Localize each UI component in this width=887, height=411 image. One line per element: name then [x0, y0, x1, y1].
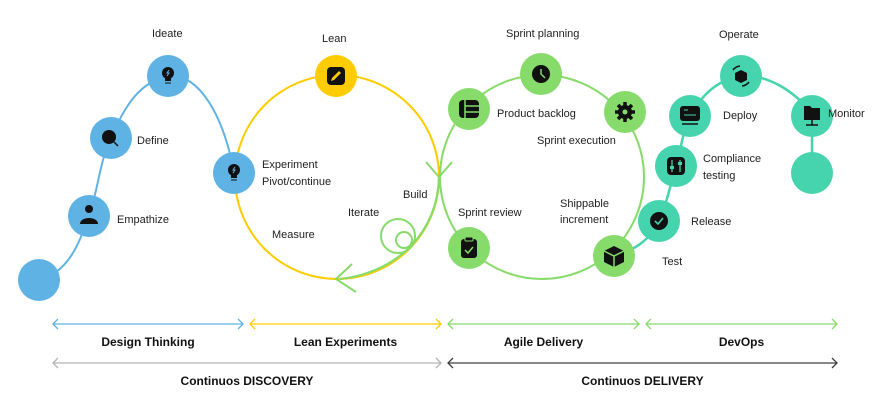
continuous-delivery-label: Continuos DELIVERY	[581, 374, 704, 388]
sliders-icon	[667, 157, 685, 175]
phase-agile-delivery: Agile Delivery	[503, 335, 584, 349]
continuous-discovery-label: Continuos DISCOVERY	[180, 374, 314, 388]
iterate-spiral-inner	[395, 231, 413, 249]
clipboard-check-icon	[461, 236, 477, 258]
phase-lean-experiments: Lean Experiments	[293, 335, 398, 349]
sprint-execution-label: Sprint execution	[537, 135, 616, 147]
monitor-node[interactable]	[791, 95, 833, 137]
lightbulb-icon	[162, 67, 174, 84]
design-thinking-path	[38, 74, 235, 281]
operate-label: Operate	[719, 29, 759, 41]
testing-label: testing	[703, 170, 736, 182]
measure-label: Measure	[272, 229, 315, 241]
lean-label: Lean	[322, 33, 347, 45]
phase-design-thinking: Design Thinking	[101, 335, 195, 349]
empathize-node[interactable]	[68, 195, 110, 237]
check-circle-icon	[650, 212, 668, 230]
increment-label: increment	[560, 214, 609, 226]
box-icon	[603, 246, 625, 267]
test-label: Test	[662, 256, 683, 268]
agile-delivery-range-arrow	[447, 318, 640, 330]
devops-end-node	[791, 152, 833, 194]
design-thinking-range-arrow	[52, 318, 244, 330]
sprint-review-node[interactable]	[448, 227, 490, 269]
lean-experiments-range-arrow	[249, 318, 442, 330]
compliance-testing-node[interactable]	[655, 145, 697, 187]
backlog-icon	[459, 100, 479, 118]
iterate-spiral-outer	[380, 218, 416, 254]
shippable-increment-node[interactable]	[593, 235, 635, 277]
ideate-node[interactable]	[147, 55, 189, 97]
gear-icon	[615, 102, 635, 122]
define-label: Define	[137, 135, 169, 147]
product-backlog-node[interactable]	[448, 88, 490, 130]
delivery-range-arrow	[447, 357, 838, 369]
compliance-label: Compliance	[703, 153, 762, 165]
sprint-review-label: Sprint review	[458, 207, 522, 219]
network-folder-icon	[804, 106, 820, 126]
monitor-label: Monitor	[828, 108, 865, 120]
pivot-continue-label: Pivot/continue	[262, 176, 332, 188]
deploy-node[interactable]	[669, 95, 711, 137]
search-icon	[102, 130, 119, 147]
sprint-planning-label: Sprint planning	[506, 28, 580, 40]
build-label: Build	[403, 189, 428, 201]
measure-arrow	[334, 263, 357, 293]
lean-node[interactable]	[315, 55, 357, 97]
experiment-node[interactable]	[213, 152, 255, 194]
devops-range-arrow	[645, 318, 838, 330]
shippable-label: Shippable	[560, 198, 609, 210]
empathize-label: Empathize	[117, 214, 169, 226]
deploy-label: Deploy	[723, 110, 758, 122]
monitor-icon	[680, 106, 700, 125]
crossing-arrow	[425, 161, 453, 179]
clock-icon	[532, 65, 550, 83]
lightbulb-icon	[228, 164, 240, 181]
product-backlog-label: Product backlog	[497, 108, 576, 120]
operate-node[interactable]	[720, 55, 762, 97]
release-label: Release	[691, 216, 732, 228]
experiment-label: Experiment	[262, 159, 318, 171]
design-start-node	[18, 259, 60, 301]
define-node[interactable]	[90, 117, 132, 159]
pencil-icon	[327, 67, 345, 85]
phase-devops: DevOps	[718, 335, 765, 349]
box-refresh-icon	[732, 65, 750, 87]
user-icon	[80, 205, 98, 224]
release-node[interactable]	[638, 200, 680, 242]
ideate-label: Ideate	[152, 28, 183, 40]
sprint-execution-node[interactable]	[604, 91, 646, 133]
discovery-range-arrow	[52, 357, 442, 369]
iterate-label: Iterate	[348, 207, 380, 219]
sprint-planning-node[interactable]	[520, 53, 562, 95]
